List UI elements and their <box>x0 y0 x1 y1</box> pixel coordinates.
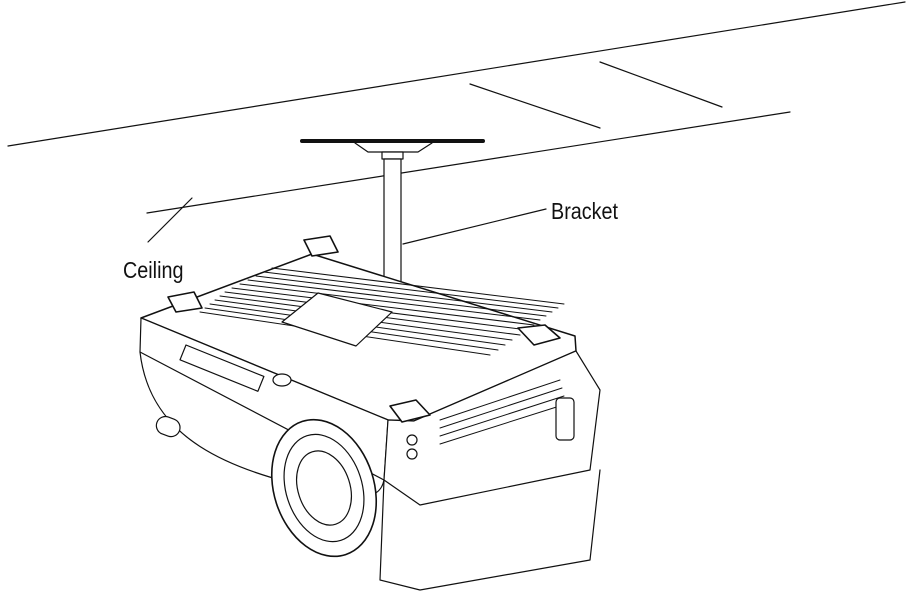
bracket-label: Bracket <box>551 198 619 224</box>
projector <box>139 235 601 591</box>
lens <box>270 418 378 558</box>
ceiling-plane <box>7 1 906 243</box>
ceiling-label: Ceiling <box>123 257 184 283</box>
front-vent <box>439 379 567 445</box>
leader-lines <box>402 208 547 245</box>
